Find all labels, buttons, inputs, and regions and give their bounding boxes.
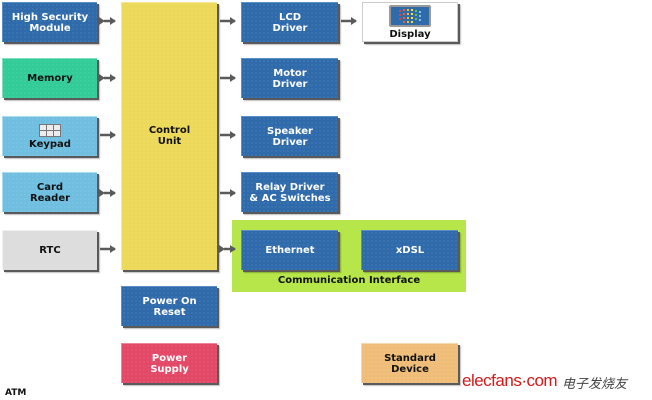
watermark-logo: elecfans·com [462,371,558,390]
block-label: LCD [278,11,301,23]
block-label: Relay Driver [255,181,325,193]
block-label: Driver [272,78,308,90]
power-on-reset-block: Power On Reset [121,286,217,326]
display-block: Display [362,2,458,42]
block-label: Power [151,352,188,364]
block-label: Driver [272,136,308,148]
communication-interface-label: Communication Interface [277,275,421,286]
high-security-module-block: High Security Module [2,2,97,42]
card-reader-block: Card Reader [2,172,97,212]
block-label: Module [29,22,71,34]
block-label: Reader [29,192,71,204]
motor-driver-block: Motor Driver [241,58,338,98]
watermark-chinese: 电子发烧友 [562,377,628,392]
relay-driver-block: Relay Driver & AC Switches [241,172,338,212]
block-label: Supply [150,363,189,375]
block-label: High Security [11,11,89,23]
block-label: Speaker [267,125,313,137]
block-label: Memory [27,73,73,84]
block-label: Power On [142,295,197,307]
block-label: Display [389,28,431,40]
display-icon [389,4,431,27]
block-label: RTC [39,245,61,256]
block-label: Driver [272,22,308,34]
ethernet-block: Ethernet [241,230,338,270]
xdsl-block: xDSL [361,230,458,270]
block-label: Ethernet [265,245,315,256]
power-supply-block: Power Supply [121,343,217,383]
block-label: Motor [273,67,307,79]
block-label: Card [36,181,64,193]
block-label: & AC Switches [249,192,331,204]
control-unit-block: Control Unit [121,2,217,270]
block-label: Keypad [29,138,71,150]
lcd-driver-block: LCD Driver [241,2,338,42]
block-label: xDSL [395,245,425,256]
diagram-title: ATM [5,388,27,398]
standard-device-block: Standard Device [361,343,458,383]
keypad-icon [39,123,61,137]
block-label: Unit [157,136,182,147]
speaker-driver-block: Speaker Driver [241,116,338,156]
block-label: Standard [384,352,436,364]
memory-block: Memory [2,58,97,98]
block-label: Reset [153,306,186,318]
rtc-block: RTC [2,230,97,270]
keypad-block: Keypad [2,116,97,156]
block-label: Device [391,363,429,375]
block-label: Control [148,125,191,136]
